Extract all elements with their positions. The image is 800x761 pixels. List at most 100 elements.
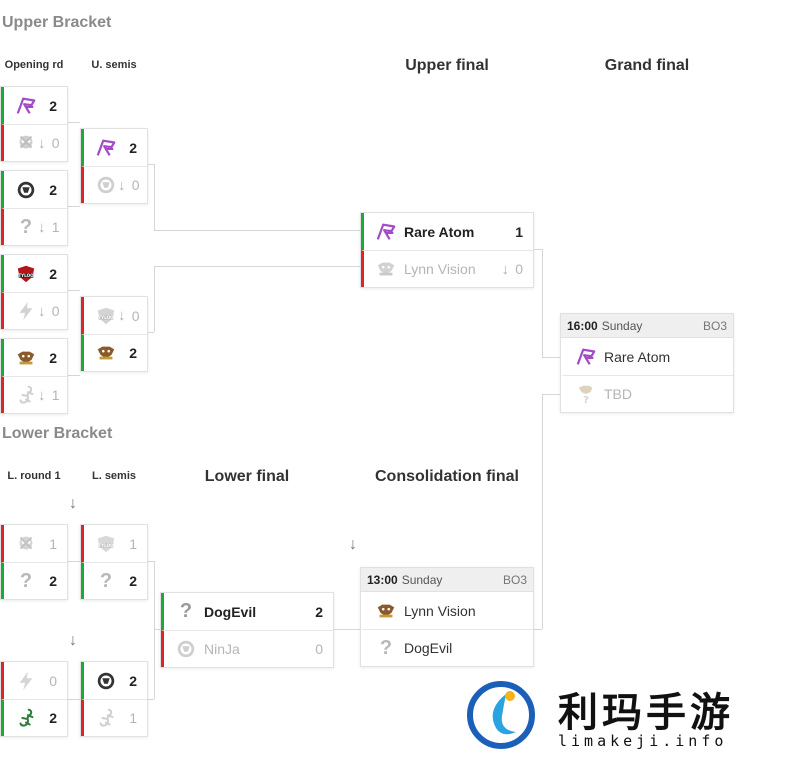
- rare-atom-logo-icon: [14, 94, 38, 118]
- consolidation-final-match[interactable]: 13:00 Sunday BO3 Lynn Vision ? DogEvil: [360, 567, 534, 667]
- team-score: 0: [51, 135, 60, 151]
- lynn-vision-logo-icon: [374, 599, 398, 623]
- team-row[interactable]: ↓ 1: [1, 376, 67, 413]
- rare-atom-logo-icon: [374, 220, 398, 244]
- eliminated-arrow-icon: ↓: [38, 134, 46, 152]
- eliminated-arrow-icon: ↓: [38, 218, 46, 236]
- lower-round1-match-1[interactable]: 1 ? 2: [0, 524, 68, 600]
- team-row[interactable]: ↓ 0: [1, 292, 67, 329]
- team-row[interactable]: 2: [1, 699, 67, 736]
- team-row[interactable]: 2: [81, 662, 147, 699]
- connector: [148, 561, 154, 562]
- lower-final-match[interactable]: ? DogEvil 2 NinJa 0: [160, 592, 334, 668]
- watermark-logo-icon: [466, 680, 536, 750]
- team-row[interactable]: ? DogEvil 2: [161, 593, 333, 630]
- team-row[interactable]: Rare Atom 1: [361, 213, 533, 250]
- connector: [154, 629, 155, 699]
- team-name: NinJa: [204, 641, 240, 657]
- team-score: 2: [49, 710, 57, 726]
- team-score: 1: [129, 710, 137, 726]
- match-format: BO3: [702, 318, 727, 333]
- drop-down-arrow-icon: ↓: [69, 632, 77, 649]
- connector: [68, 561, 80, 562]
- team-row[interactable]: ? 2: [1, 562, 67, 599]
- upper-opening-match-4[interactable]: 2 ↓ 1: [0, 338, 68, 414]
- team-row[interactable]: 2: [1, 339, 67, 376]
- team-score: 0: [51, 303, 60, 319]
- upper-opening-match-2[interactable]: 2 ? ↓ 1: [0, 170, 68, 246]
- team-row[interactable]: 2: [81, 129, 147, 166]
- team-row[interactable]: TYLOO ↓ 0: [81, 297, 147, 334]
- connector: [68, 290, 80, 291]
- upper-semis-match-2[interactable]: TYLOO ↓ 0 2: [80, 296, 148, 372]
- unknown-team-icon: ?: [19, 215, 33, 238]
- upper-opening-match-3[interactable]: TYLOO 2 ↓ 0: [0, 254, 68, 330]
- lower-bracket-title: Lower Bracket: [2, 425, 113, 442]
- team-row[interactable]: 0: [1, 662, 67, 699]
- svg-text:TYLOO: TYLOO: [98, 542, 114, 547]
- svg-text:?: ?: [583, 395, 589, 405]
- team-score: 1: [49, 535, 57, 552]
- lower-semis-match-2[interactable]: 2 1: [80, 661, 148, 737]
- connector: [542, 394, 543, 629]
- team-score: 0: [131, 307, 140, 324]
- connector: [542, 394, 560, 395]
- team-score: 0: [49, 672, 57, 689]
- lower-round1-match-2[interactable]: 0 2: [0, 661, 68, 737]
- team-score: 0: [131, 177, 140, 193]
- team-row[interactable]: 1: [81, 699, 147, 736]
- team-row[interactable]: Lynn Vision ↓ 0: [361, 250, 533, 287]
- team-score: 2: [315, 603, 323, 620]
- svg-text:TYLOO: TYLOO: [18, 272, 34, 277]
- team-row[interactable]: Rare Atom: [561, 338, 733, 375]
- team-score: 2: [49, 97, 57, 114]
- team-row[interactable]: 2: [1, 171, 67, 208]
- upper-final-match[interactable]: Rare Atom 1 Lynn Vision ↓ 0: [360, 212, 534, 288]
- unknown-team-icon: ?: [379, 636, 393, 659]
- match-time: 16:00: [567, 318, 598, 333]
- team-score: 2: [49, 573, 57, 589]
- connector: [334, 629, 360, 630]
- connector: [154, 266, 155, 332]
- team-row[interactable]: TYLOO 2: [1, 255, 67, 292]
- lizard-team-logo-icon: [14, 383, 38, 407]
- team-score: 2: [49, 265, 57, 282]
- ninja-team-logo-icon: [94, 173, 118, 197]
- tyloo-logo-icon: TYLOO: [94, 532, 118, 556]
- team-row[interactable]: ? 2: [81, 562, 147, 599]
- drop-down-arrow-icon: ↓: [349, 536, 357, 553]
- team-row[interactable]: NinJa 0: [161, 630, 333, 667]
- upper-opening-match-1[interactable]: 2 ↓ 0: [0, 86, 68, 162]
- connector: [148, 164, 154, 165]
- connector: [542, 357, 560, 358]
- connector: [148, 332, 154, 333]
- site-watermark: 利玛手游 limakeji.info: [456, 670, 800, 761]
- team-row[interactable]: 2: [81, 334, 147, 371]
- grand-final-match[interactable]: 16:00 Sunday BO3 Rare Atom ? TBD: [560, 313, 734, 413]
- rare-atom-logo-icon: [574, 345, 598, 369]
- skull-team-logo-icon: [14, 131, 38, 155]
- team-score: 1: [51, 219, 60, 235]
- connector: [154, 629, 160, 630]
- team-row[interactable]: Lynn Vision: [361, 592, 533, 629]
- team-row[interactable]: 2: [1, 87, 67, 124]
- unknown-team-icon: ?: [19, 569, 33, 592]
- team-row[interactable]: ? ↓ 1: [1, 208, 67, 245]
- unknown-team-icon: ?: [99, 569, 113, 592]
- team-row[interactable]: 1: [1, 525, 67, 562]
- rare-atom-logo-icon: [94, 136, 118, 160]
- team-row[interactable]: ? TBD: [561, 375, 733, 412]
- eliminated-arrow-icon: ↓: [118, 176, 126, 194]
- connector: [68, 375, 80, 376]
- col-consolidation-final: Consolidation final: [375, 468, 519, 485]
- col-lower-round1: L. round 1: [7, 470, 61, 482]
- team-row[interactable]: ↓ 0: [1, 124, 67, 161]
- team-row[interactable]: TYLOO 1: [81, 525, 147, 562]
- unknown-team-icon: ?: [179, 600, 193, 622]
- lower-semis-match-1[interactable]: TYLOO 1 ? 2: [80, 524, 148, 600]
- connector: [68, 122, 80, 123]
- team-row[interactable]: ? DogEvil: [361, 629, 533, 666]
- upper-semis-match-1[interactable]: 2 ↓ 0: [80, 128, 148, 204]
- team-row[interactable]: ↓ 0: [81, 166, 147, 203]
- connector: [154, 230, 360, 231]
